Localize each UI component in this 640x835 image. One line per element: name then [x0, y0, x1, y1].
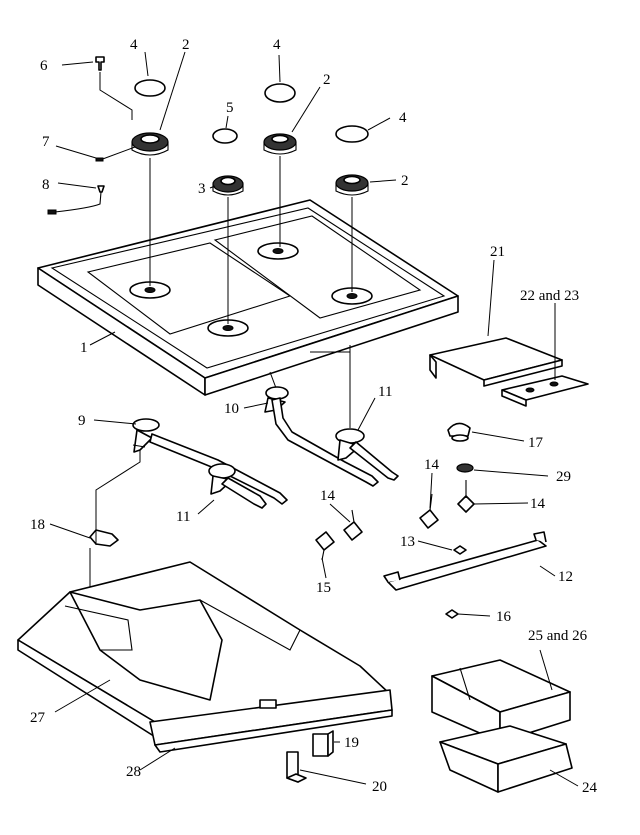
callout-14: 14	[424, 457, 440, 473]
callout-14: 14	[320, 488, 336, 504]
igniter-parts	[47, 56, 136, 215]
callout-4: 4	[273, 37, 281, 53]
callout-21: 21	[490, 244, 505, 260]
callout-2: 2	[401, 173, 409, 189]
callout-25-and-26: 25 and 26	[528, 628, 588, 644]
callout-4: 4	[130, 37, 138, 53]
bottom-pan	[17, 561, 393, 753]
callout-15: 15	[316, 580, 331, 596]
callout-17: 17	[528, 435, 544, 451]
main-top	[37, 199, 459, 396]
callout-labels: 1 2 2 2 3 4 4 4 5 6 7 8 9 10 11 11 12 13…	[30, 37, 598, 796]
callout-3: 3	[198, 181, 206, 197]
callout-11: 11	[378, 384, 392, 400]
callout-14: 14	[530, 496, 546, 512]
leader-lines	[49, 51, 579, 787]
callout-13: 13	[400, 534, 415, 550]
callout-8: 8	[42, 177, 50, 193]
panel-22-23	[501, 375, 589, 407]
callout-6: 6	[40, 58, 48, 74]
burner-caps	[134, 79, 369, 144]
small-parts	[286, 730, 334, 783]
callout-10: 10	[224, 401, 239, 417]
callout-12: 12	[558, 569, 573, 585]
burner-heads	[131, 132, 369, 196]
callout-4: 4	[399, 110, 407, 126]
callout-1: 1	[80, 340, 88, 356]
callout-7: 7	[42, 134, 50, 150]
tray-24	[439, 725, 573, 793]
callout-2: 2	[182, 37, 190, 53]
callout-5: 5	[226, 100, 234, 116]
callout-19: 19	[344, 735, 359, 751]
callout-28: 28	[126, 764, 141, 780]
callout-24: 24	[582, 780, 598, 796]
callout-20: 20	[372, 779, 387, 795]
callout-11: 11	[176, 509, 190, 525]
callout-27: 27	[30, 710, 46, 726]
callout-22-and-23: 22 and 23	[520, 288, 579, 304]
callout-29: 29	[556, 469, 571, 485]
manifold-assembly	[315, 422, 547, 619]
panel-21	[429, 337, 563, 387]
callout-2: 2	[323, 72, 331, 88]
callout-9: 9	[78, 413, 86, 429]
callout-18: 18	[30, 517, 45, 533]
top-burner-openings	[129, 242, 373, 337]
alignment-lines	[149, 156, 353, 428]
burner-tubes	[132, 386, 399, 509]
callout-16: 16	[496, 609, 512, 625]
